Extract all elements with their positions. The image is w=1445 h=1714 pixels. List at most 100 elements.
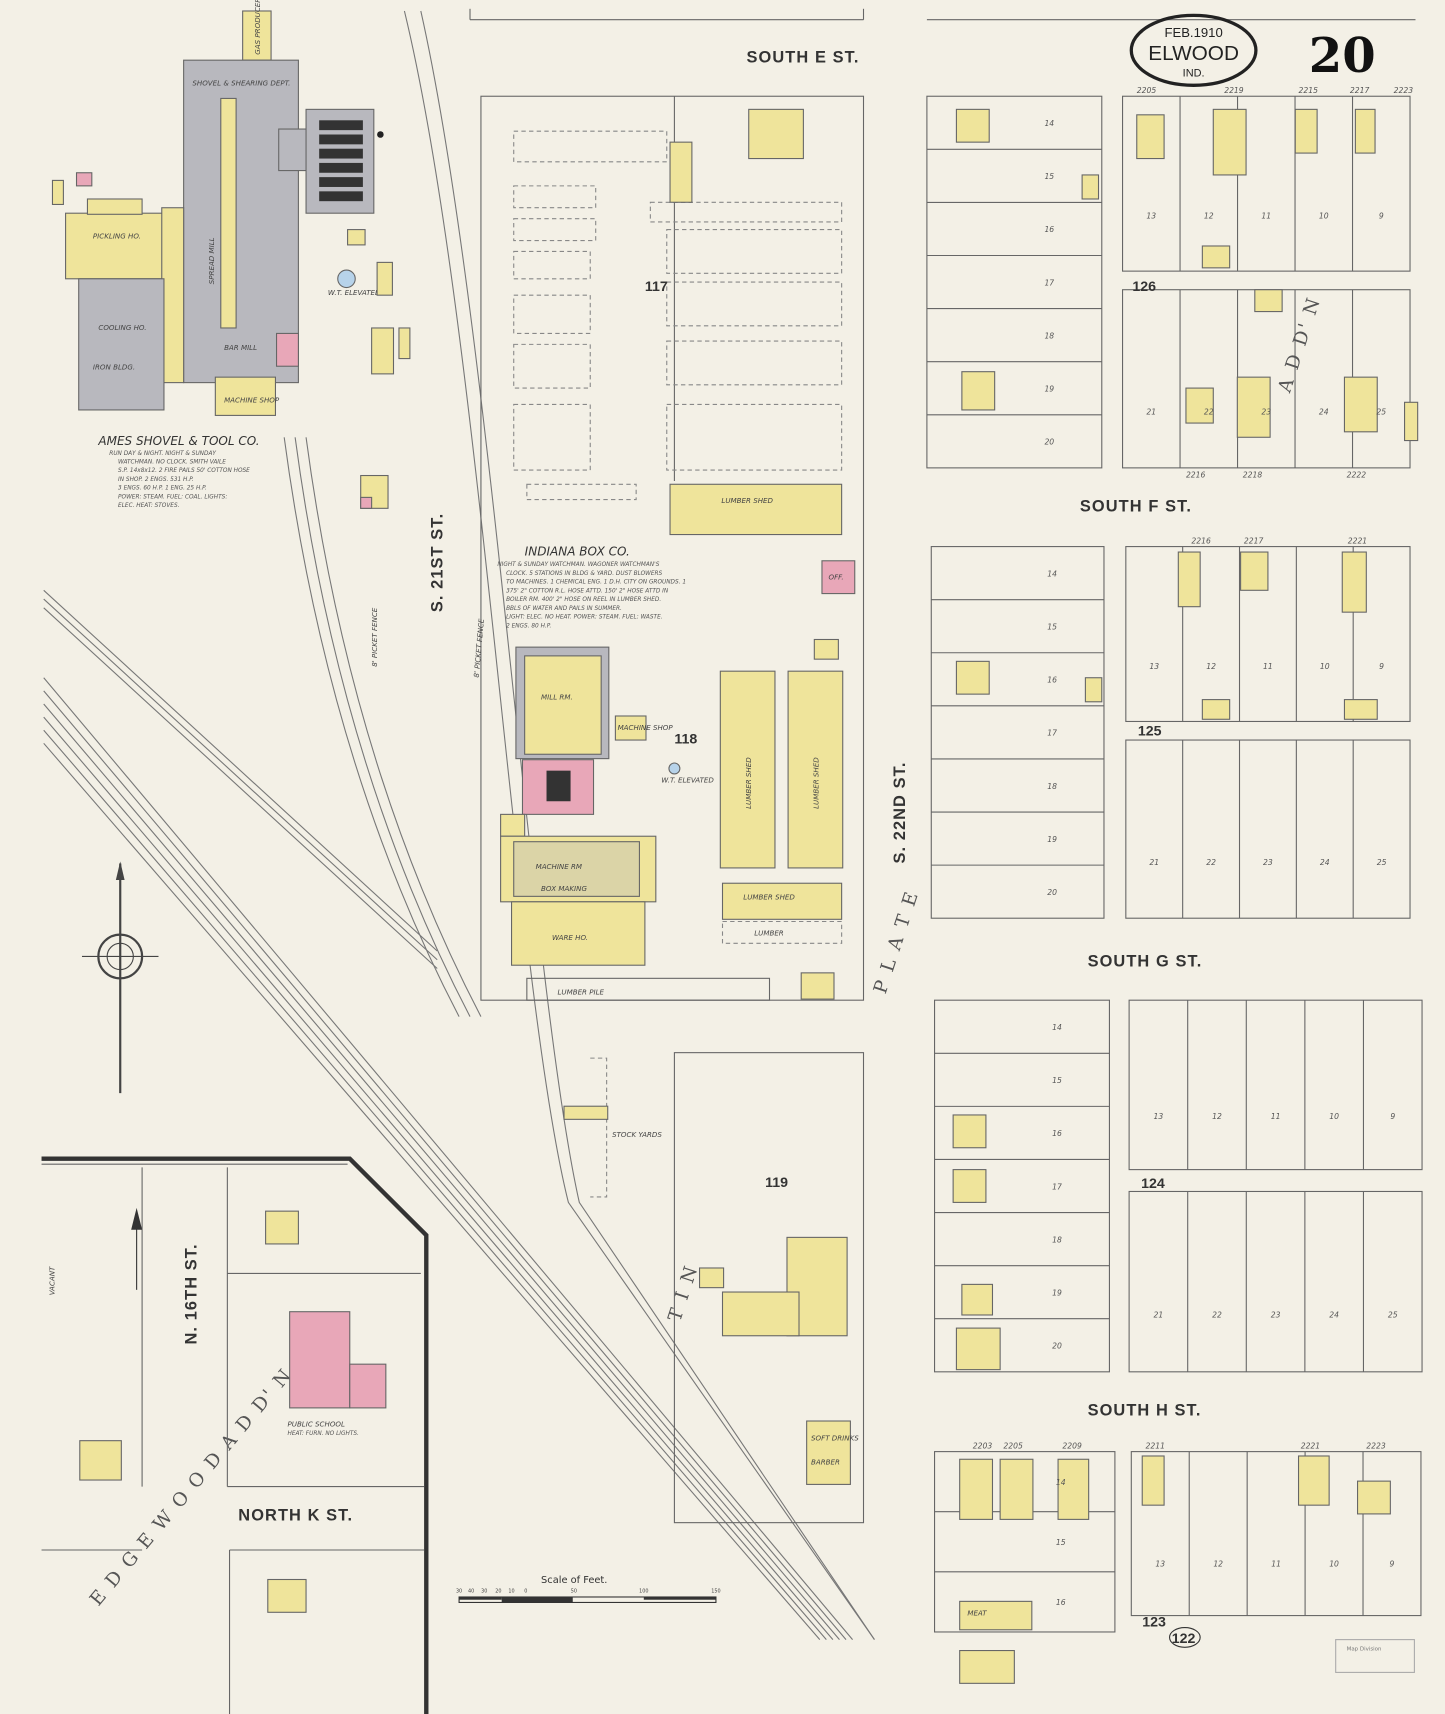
lumber-pile	[666, 403, 843, 471]
note-line: LIGHT: ELEC. NO HEAT. POWER: STEAM. FUEL…	[506, 615, 663, 621]
note-line: BBLS OF WATER AND PAILS IN SUMMER.	[506, 606, 622, 612]
lot-number: 15	[1047, 622, 1057, 631]
house-number: 2219	[1224, 86, 1244, 95]
note-line: CLOCK. 5 STATIONS IN BLDG & YARD. DUST B…	[506, 571, 662, 577]
block-half	[1128, 1190, 1423, 1373]
dwelling	[1404, 401, 1419, 442]
rail-line	[43, 742, 821, 1640]
stamp-text: Map Division	[1347, 1647, 1382, 1653]
lot-number: 12	[1204, 212, 1214, 221]
lot-number: 20	[1047, 888, 1057, 897]
dwelling	[1357, 1480, 1391, 1515]
lot-number: 15	[1052, 1076, 1062, 1085]
rail-line	[43, 703, 840, 1640]
machine-room-label: MACHINE RM	[536, 862, 582, 871]
scale-title: Scale of Feet.	[541, 1575, 607, 1586]
indiana-box-company-name: INDIANA BOX CO.	[525, 544, 630, 558]
lot-number: 24	[1320, 858, 1330, 867]
block-half	[1125, 546, 1411, 723]
block-half	[926, 95, 1103, 469]
street-n-16th: N. 16TH ST.	[183, 1243, 201, 1344]
house-number: 2216	[1191, 536, 1211, 545]
dwelling	[955, 1327, 1001, 1371]
lumber-pile-label: LUMBER PILE	[557, 988, 604, 997]
block-117-118: LUMBER PILE	[480, 95, 865, 1001]
lot-number: 9	[1379, 212, 1384, 221]
house-number: 2205	[1003, 1441, 1023, 1450]
lot-number: 9	[1390, 1559, 1395, 1568]
scale-tick-label: 30	[456, 1589, 462, 1595]
lot-number: 15	[1044, 172, 1054, 181]
gas-producers-label: GAS PRODUCERS	[253, 0, 262, 55]
note-line: WATCHMAN. NO CLOCK. SMITH VAILE	[118, 460, 226, 466]
lot-number: 22	[1206, 858, 1216, 867]
lumber-pile	[666, 229, 843, 274]
street-s-22nd: S. 22ND ST.	[891, 761, 909, 863]
note-line: POWER: STEAM. FUEL: COAL. LIGHTS:	[118, 494, 227, 500]
lot-number: 16	[1056, 1598, 1066, 1607]
lot-number: 19	[1044, 385, 1054, 394]
lot-number: 14	[1047, 569, 1057, 578]
street-edges	[469, 8, 1416, 21]
lot-number: 18	[1052, 1235, 1062, 1244]
picket-fence-label-2: 8' PICKET FENCE	[472, 618, 486, 678]
block-number: 126	[1132, 279, 1156, 295]
block-half	[930, 546, 1105, 919]
dwelling	[1185, 387, 1214, 424]
public-school-note: HEAT: FURN. NO LIGHTS.	[287, 1431, 359, 1437]
note-line: ELEC. HEAT: STOVES.	[118, 503, 180, 509]
ames-notes: RUN DAY & NIGHT. NIGHT & SUNDAY WATCHMAN.…	[109, 451, 250, 509]
lot-number: 12	[1212, 1112, 1222, 1121]
house-number: 2211	[1146, 1441, 1165, 1450]
bottom-left-blocks: PUBLIC SCHOOL HEAT: FURN. NO LIGHTS. VAC…	[41, 1156, 429, 1714]
note-line: IN SHOP. 2 ENGS. 531 H.P.	[118, 477, 194, 483]
dwelling	[1240, 551, 1269, 591]
boiler	[319, 191, 363, 202]
note-line: RUN DAY & NIGHT. NIGHT & SUNDAY	[109, 451, 216, 457]
cooling-house-label: COOLING HO.	[98, 323, 146, 332]
street-north-k: NORTH K ST.	[238, 1506, 353, 1524]
dwelling	[669, 141, 693, 203]
rail-line	[43, 729, 827, 1640]
scale-tick-label: 50	[571, 1589, 577, 1595]
ames-company-name: AMES SHOVEL & TOOL CO.	[97, 434, 259, 448]
house-number: 2221	[1348, 536, 1367, 545]
dwelling	[955, 660, 990, 695]
iron-bldg-label: IRON BLDG.	[93, 363, 135, 372]
lumber-pile	[526, 483, 637, 501]
house-number: 2221	[1301, 1441, 1320, 1450]
lumber-pile	[649, 201, 843, 223]
note-line: NIGHT & SUNDAY WATCHMAN. WAGONER WATCHMA…	[497, 562, 659, 568]
dwelling	[959, 1650, 1015, 1684]
rail-line	[43, 677, 853, 1640]
ames-tank-label: W.T. ELEVATED	[328, 288, 381, 297]
block-number-119: 119	[765, 1175, 788, 1191]
boiler	[319, 177, 363, 187]
street-south-f: SOUTH F ST.	[1080, 498, 1192, 516]
block-number-117: 117	[645, 279, 668, 295]
lot-number: 20	[1052, 1342, 1062, 1351]
dwelling	[1343, 376, 1378, 433]
lot-number: 14	[1052, 1023, 1062, 1032]
block-half	[1128, 999, 1423, 1171]
bar-mill-label: BAR MILL	[224, 343, 257, 352]
lot-number: 13	[1154, 1112, 1164, 1121]
house-number: 2218	[1243, 471, 1263, 480]
dwelling	[1341, 551, 1367, 613]
box-making-label: BOX MAKING	[541, 884, 587, 893]
box-tank-label: W.T. ELEVATED	[661, 776, 714, 785]
lot-number: 15	[1056, 1538, 1066, 1547]
machine-shop-box-label: MACHINE SHOP	[618, 723, 674, 732]
lumber-piles	[513, 130, 843, 501]
dwelling	[952, 1169, 987, 1203]
lot-number: 12	[1213, 1559, 1223, 1568]
dwelling	[1294, 108, 1318, 154]
block-half	[934, 999, 1110, 1373]
dwelling	[1212, 108, 1247, 176]
lot-number: 22	[1204, 407, 1214, 416]
note-line: 375' 2" COTTON R.L. HOSE ATTD. 150' 2" H…	[506, 588, 669, 594]
lot-number: 22	[1212, 1311, 1222, 1320]
warehouse-label: WARE HO.	[552, 933, 588, 942]
